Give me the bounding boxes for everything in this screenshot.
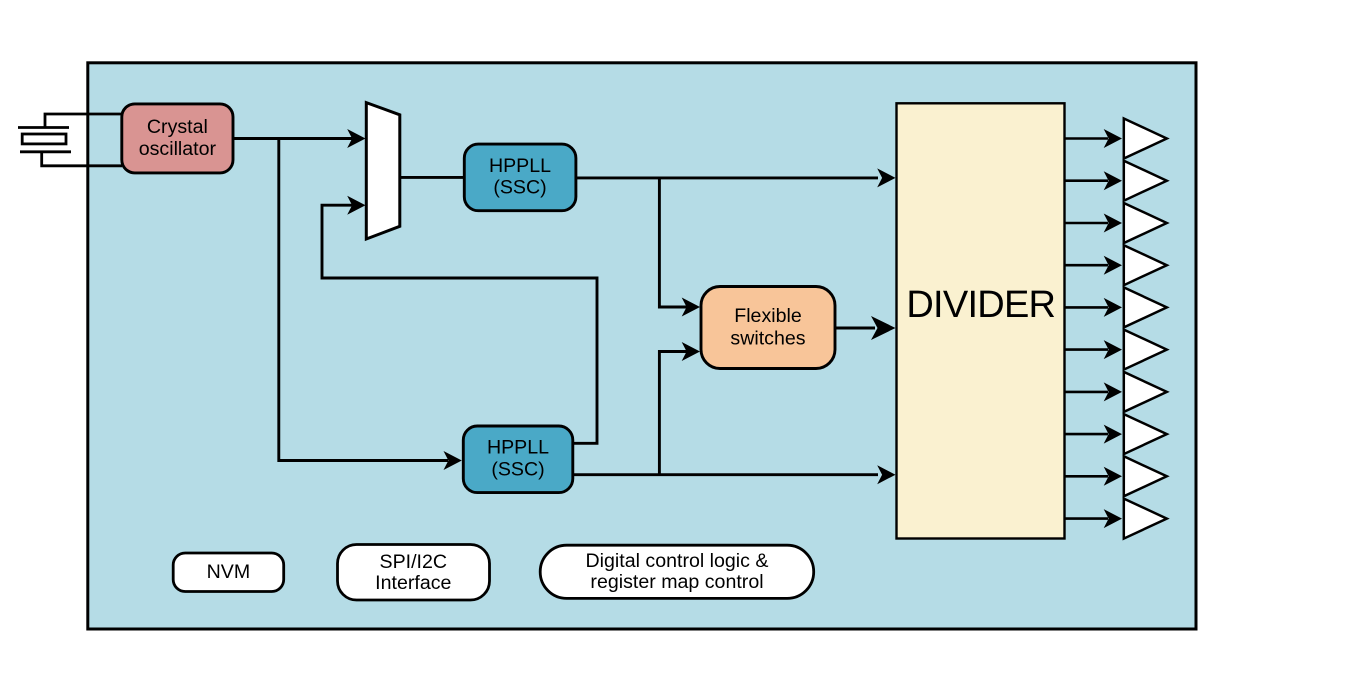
svg-text:Interface: Interface [375,572,451,594]
svg-text:register map control: register map control [590,571,763,593]
svg-text:Digital control logic &: Digital control logic & [586,550,769,572]
svg-text:(SSC): (SSC) [493,177,546,199]
svg-text:DIVIDER: DIVIDER [906,284,1055,326]
svg-text:NVM: NVM [207,561,251,583]
svg-text:HPPLL: HPPLL [489,155,551,177]
svg-text:SPI/I2C: SPI/I2C [380,551,448,573]
svg-text:HPPLL: HPPLL [487,437,549,459]
svg-text:Crystal: Crystal [147,116,208,138]
svg-text:switches: switches [730,327,805,349]
svg-text:oscillator: oscillator [139,138,217,160]
svg-text:Flexible: Flexible [734,305,802,327]
svg-text:(SSC): (SSC) [491,459,544,481]
